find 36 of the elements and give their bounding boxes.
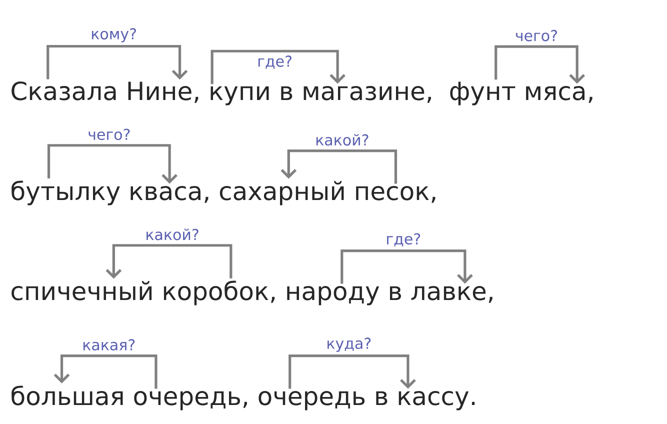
edge-label: где? xyxy=(387,233,420,246)
word: большая xyxy=(12,386,123,406)
word: в лавке, xyxy=(390,286,492,303)
word: кваса, xyxy=(130,186,208,203)
edge-label: где? xyxy=(258,56,292,69)
word: сахарный xyxy=(220,181,344,206)
bracket-arrow xyxy=(288,354,416,389)
word: спичечный xyxy=(12,281,152,300)
word: очередь, xyxy=(134,391,247,410)
edge-label: куда? xyxy=(328,338,371,352)
edge-label: какой? xyxy=(146,228,198,240)
word: мяса, xyxy=(526,86,592,103)
word: в кассу. xyxy=(376,391,475,410)
bracket-arrow xyxy=(47,144,178,184)
edge-label: чего? xyxy=(88,128,130,140)
bracket-arrow xyxy=(46,44,188,80)
bracket-arrow xyxy=(494,45,585,84)
bracket-arrow xyxy=(54,354,158,389)
edge-label: какой? xyxy=(316,134,368,146)
word: песок, xyxy=(356,186,436,203)
bracket-arrow xyxy=(280,150,398,184)
word: купи xyxy=(210,86,269,106)
edge-label: чего? xyxy=(516,30,557,42)
word: в магазине, xyxy=(281,86,431,103)
word: коробок, xyxy=(164,280,275,306)
edge-label: кому? xyxy=(92,28,136,42)
bracket-arrow xyxy=(106,244,232,279)
bracket-arrow xyxy=(340,250,473,284)
word: очередь xyxy=(258,391,365,410)
word: Сказала xyxy=(12,81,116,100)
bracket-arrow xyxy=(210,50,346,84)
word: Нине, xyxy=(128,82,198,103)
word: бутылку xyxy=(12,180,120,206)
word: фунт xyxy=(450,82,516,106)
edge-label: какая? xyxy=(84,339,135,350)
word: народу xyxy=(287,286,380,306)
